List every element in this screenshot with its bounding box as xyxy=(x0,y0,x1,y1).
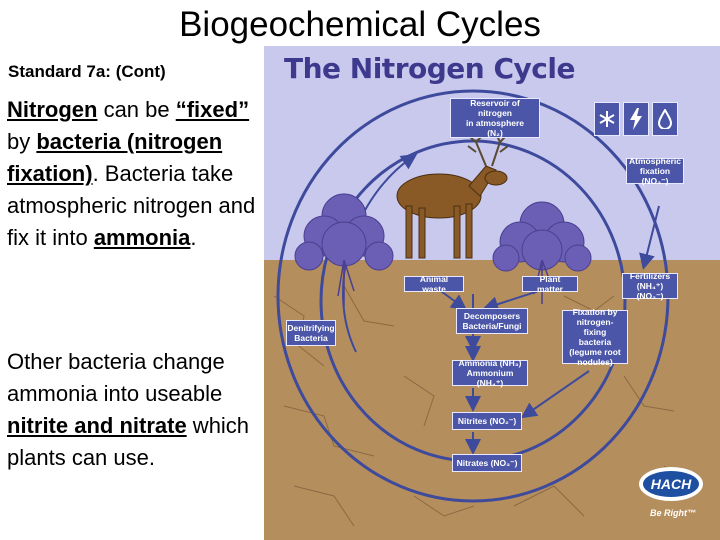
term-nitrogen: Nitrogen xyxy=(7,97,98,122)
box-denitrifying-bacteria: Denitrifying Bacteria xyxy=(286,320,336,346)
text-run: . Bacteria take atmospheric nitrogen and… xyxy=(7,161,256,250)
box-plant-matter: Plant matter xyxy=(522,274,578,294)
box-animal-waste: Animal waste xyxy=(404,274,464,294)
paragraph-nitrogen-fixation: Nitrogen can be “fixed” by bacteria (nit… xyxy=(7,94,262,254)
box-decomposers: Decomposers Bacteria/Fungi xyxy=(456,308,528,334)
shrub-right xyxy=(492,201,592,272)
snowflake-icon xyxy=(594,102,620,136)
box-atmospheric-fixation: Atmospheric fixation (NO₃⁻) xyxy=(626,156,684,186)
hach-logo: HACH xyxy=(639,467,703,501)
box-nitrates: Nitrates (NO₃⁻) xyxy=(452,454,522,472)
text-run: . xyxy=(190,225,197,250)
figure-background xyxy=(264,46,720,540)
box-nitrites: Nitrites (NO₂⁻) xyxy=(452,412,522,430)
box-ammonia: Ammonia (NH₃) Ammonium (NH₄⁺) xyxy=(452,358,528,388)
elk xyxy=(396,165,508,259)
paragraph-nitrite-nitrate: Other bacteria change ammonia into useab… xyxy=(7,346,262,474)
nitrogen-cycle-figure: The Nitrogen Cycle Reservoir of nitrogen… xyxy=(264,46,720,540)
text-run: Other bacteria change ammonia into useab… xyxy=(7,349,225,406)
box-fertilizers: Fertilizers (NH₄⁺) (NO₃⁻) xyxy=(622,271,678,301)
water-drop-icon xyxy=(652,102,678,136)
box-fixation-bacteria: Fixation by nitrogen-fixing bacteria (le… xyxy=(562,307,628,367)
term-ammonia: ammonia xyxy=(93,225,191,250)
lightning-icon xyxy=(623,102,649,136)
hach-tagline: Be Right™ xyxy=(650,508,696,518)
svg-text:HACH: HACH xyxy=(651,476,692,492)
figure-title: The Nitrogen Cycle xyxy=(284,52,575,85)
slide-subtitle: Standard 7a: (Cont) xyxy=(8,62,166,81)
slide-title: Biogeochemical Cycles xyxy=(179,5,541,44)
term-nitrite-nitrate: nitrite and nitrate xyxy=(7,413,187,438)
term-bacteria-fixation: bacteria (nitrogen fixation) xyxy=(7,129,223,186)
box-reservoir: Reservoir of nitrogen in atmosphere (N₂) xyxy=(450,98,540,138)
term-fixed: “fixed” xyxy=(175,97,250,122)
text-run: by xyxy=(7,129,37,154)
shrub-left xyxy=(294,193,394,271)
text-run: which plants can use. xyxy=(7,413,250,470)
text-run: can be xyxy=(97,97,176,122)
